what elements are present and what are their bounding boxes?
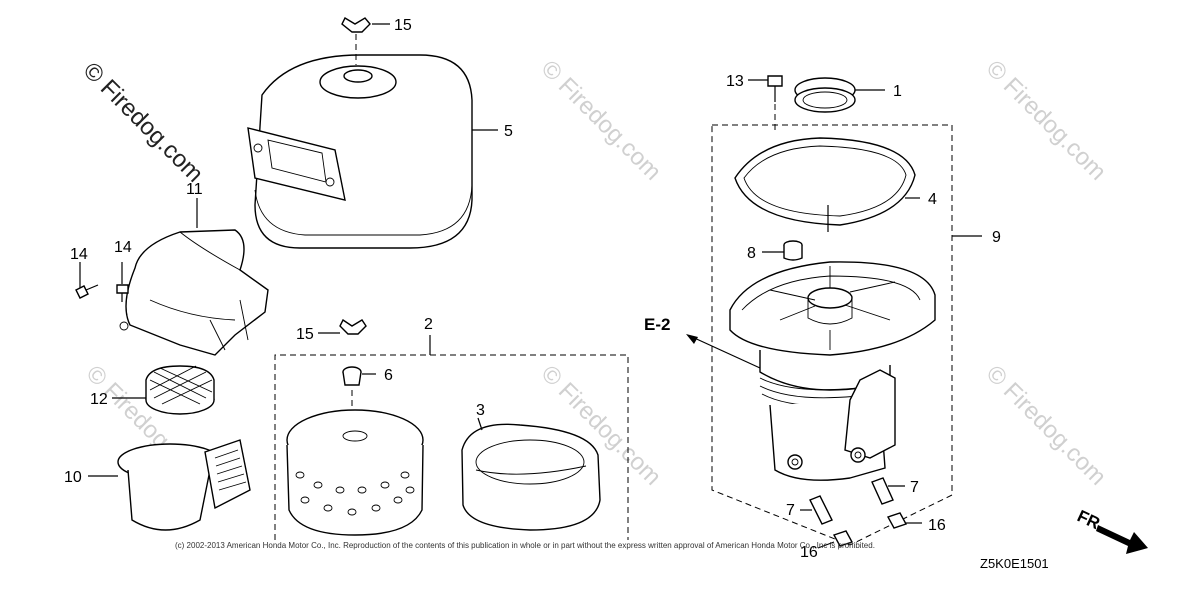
callout-10: 10 [64, 469, 82, 486]
collar-drawing [783, 240, 803, 261]
callout-9: 9 [992, 229, 1001, 246]
watermark-faint-5: © Firedog.com [981, 360, 1112, 491]
callout-labels: 1 2 3 4 5 6 7 7 8 9 10 11 12 13 14 14 15… [64, 17, 1001, 561]
leader-lines [79, 23, 982, 549]
group-9-box [711, 124, 953, 546]
callout-5: 5 [504, 123, 513, 140]
callout-7-left: 7 [786, 502, 795, 519]
air-cleaner-cover-drawing [247, 54, 473, 249]
watermark-main: © Firedog.com [78, 57, 209, 188]
grommet-drawing [342, 366, 362, 425]
callout-11: 11 [186, 181, 203, 198]
bolt-13-drawing [767, 75, 783, 130]
callout-13: 13 [726, 73, 744, 90]
filter-element-drawing [286, 409, 424, 536]
callout-8: 8 [747, 245, 756, 262]
wing-nut-top-drawing [341, 17, 371, 65]
watermark-faint-1: © Firedog.com [536, 55, 667, 186]
callout-16-bottom: 16 [800, 544, 818, 561]
callout-3: 3 [476, 402, 485, 419]
callout-12: 12 [90, 391, 108, 408]
reference-e2: E-2 [644, 315, 670, 334]
watermark-faint-2: © Firedog.com [981, 55, 1112, 186]
callout-15-top: 15 [394, 17, 412, 34]
elbow-base-drawing [117, 439, 251, 531]
callout-6: 6 [384, 367, 393, 384]
callout-2: 2 [424, 316, 433, 333]
callout-16-right: 16 [928, 517, 946, 534]
wing-nut-middle-drawing [339, 318, 367, 335]
callout-14-left: 14 [70, 246, 88, 263]
gasket-drawing [734, 137, 916, 232]
callout-4: 4 [928, 191, 937, 208]
foam-element-drawing [461, 423, 601, 531]
pipes-drawing [809, 477, 894, 525]
e2-reference-arrow [686, 334, 761, 369]
screen-drawing [145, 365, 215, 415]
callout-15-middle: 15 [296, 326, 314, 343]
callout-14-right: 14 [114, 239, 132, 256]
nuts-16-drawing [832, 512, 908, 547]
copyright-notice: (c) 2002-2013 American Honda Motor Co., … [175, 541, 875, 550]
front-direction-arrow [1096, 525, 1148, 554]
air-intake-elbow-drawing [119, 229, 269, 356]
group-2-box [274, 354, 629, 540]
callout-1: 1 [893, 83, 902, 100]
callout-7-right: 7 [910, 479, 919, 496]
diagram-code: Z5K0E1501 [980, 556, 1049, 571]
bolts-14-drawing [75, 284, 129, 302]
seal-ring-drawing [794, 77, 856, 113]
air-cleaner-case-drawing [729, 261, 936, 481]
